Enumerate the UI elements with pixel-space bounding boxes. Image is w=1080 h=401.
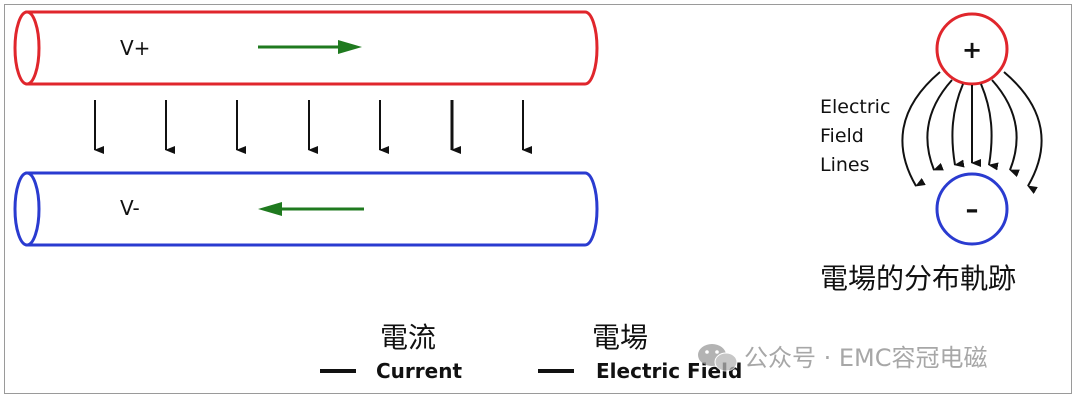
field-line [951, 83, 965, 168]
positive-charge: + [935, 12, 1009, 86]
current-arrow-left [258, 202, 364, 216]
field-line [1003, 71, 1043, 194]
legend: 電流 電場 Current Electric Field [320, 321, 742, 383]
field-lines-label: Electric Field Lines [820, 96, 896, 176]
field-lines [901, 71, 1043, 194]
legend-current-en: Current [376, 359, 462, 383]
figure-frame [4, 4, 1072, 394]
svg-text:+: + [962, 36, 982, 64]
legend-current-cn: 電流 [380, 321, 436, 354]
field-arrows [94, 100, 532, 154]
watermark-text: 公众号 · EMC容冠电磁 [744, 344, 988, 372]
legend-field-cn: 電場 [592, 321, 648, 354]
wechat-icon [698, 344, 738, 372]
svg-text:–: – [966, 195, 979, 225]
negative-charge: – [935, 172, 1009, 246]
current-arrow-right [258, 40, 362, 54]
watermark: 公众号 · EMC容冠电磁 [698, 344, 988, 372]
field-line [980, 83, 999, 171]
field-line [901, 71, 941, 187]
top-conductor-label: V+ [120, 36, 150, 60]
field-line [926, 79, 953, 171]
field-pattern-caption: 電場的分布軌跡 [820, 262, 1016, 295]
field-line [991, 79, 1020, 178]
bottom-conductor-label: V- [120, 196, 140, 220]
